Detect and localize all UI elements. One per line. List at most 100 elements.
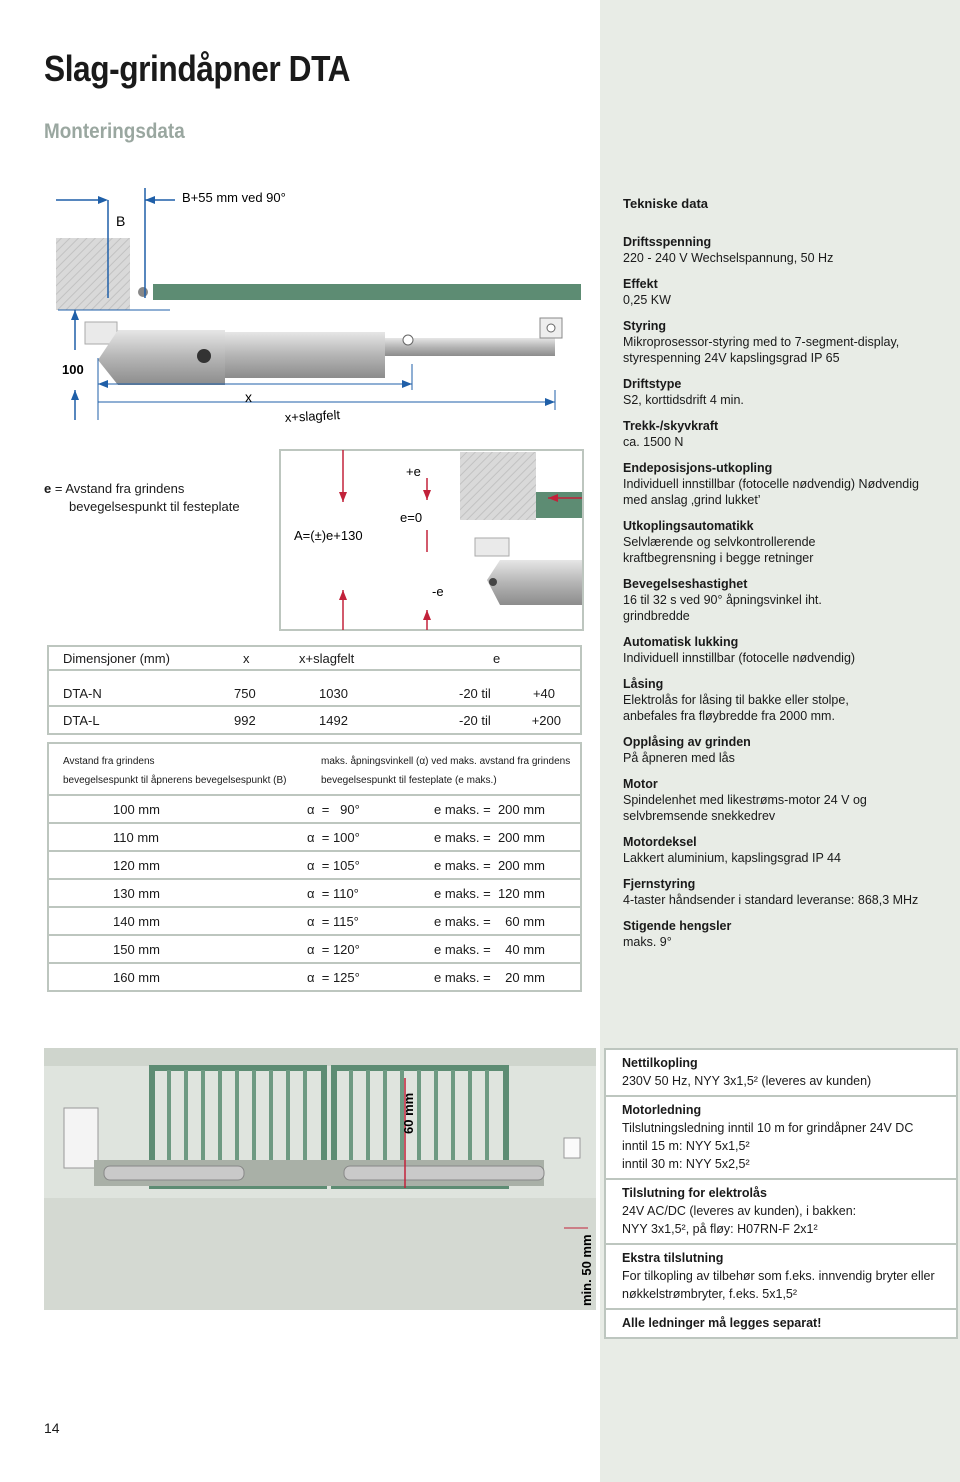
- table-row: DTA-N 750 1030 -20 til +40: [49, 681, 580, 707]
- tech-text: Individuell innstillbar (fotocelle nødve…: [623, 651, 856, 665]
- elec-line: inntil 30 m: NYY 5x2,5²: [622, 1157, 750, 1171]
- elec-label: Tilslutning for elektrolås: [622, 1186, 767, 1200]
- tech-text: Spindelenhet med likestrøms-motor 24 V o…: [623, 793, 867, 823]
- tech-label: Trekk-/skyvkraft: [623, 419, 719, 433]
- tech-text: S2, korttidsdrift 4 min.: [623, 393, 744, 407]
- label-a-formula: A=(±)e+130: [294, 528, 363, 543]
- row-model: DTA-L: [63, 712, 100, 728]
- table-row: 150 mm α = 120° e maks. = 40 mm: [49, 934, 580, 962]
- angle-head-left-2: bevegelsespunkt til åpnerens bevegelsesp…: [63, 775, 287, 786]
- label-x: x: [245, 389, 252, 405]
- tech-label: Opplåsing av grinden: [623, 735, 751, 749]
- row-alpha: α = 105°: [307, 857, 360, 873]
- row-alpha: α = 115°: [307, 913, 359, 929]
- label-minus-e: -e: [432, 584, 444, 599]
- e-def-line1: = Avstand fra grindens: [54, 481, 185, 496]
- dimensions-table: Dimensjoner (mm) x x+slagfelt e DTA-N 75…: [47, 645, 582, 735]
- tech-text: 220 - 240 V Wechselspannung, 50 Hz: [623, 251, 834, 265]
- table-row: 100 mm α = 90° e maks. = 200 mm: [49, 794, 580, 822]
- elec-warning: Alle ledninger må legges separat!: [622, 1316, 822, 1330]
- row-model: DTA-N: [63, 685, 102, 701]
- elec-line: inntil 15 m: NYY 5x1,5²: [622, 1139, 750, 1153]
- tech-label: Driftsspenning: [623, 235, 712, 249]
- row-alpha: α = 125°: [307, 969, 360, 985]
- tech-text: maks. 9°: [623, 935, 672, 949]
- table-row: 130 mm α = 110° e maks. = 120 mm: [49, 878, 580, 906]
- label-100: 100: [62, 362, 84, 377]
- label-plus-e: +e: [406, 464, 421, 479]
- row-e-from: -20 til: [459, 685, 491, 701]
- row-e-to: +40: [532, 685, 555, 701]
- tech-item: Effekt 0,25 KW: [623, 276, 953, 308]
- gate-leaf: [153, 284, 581, 300]
- page-title: Slag-grindåpner DTA: [44, 48, 351, 89]
- elec-item: Nettilkopling 230V 50 Hz, NYY 3x1,5² (le…: [606, 1050, 956, 1097]
- elec-label: Ekstra tilslutning: [622, 1251, 724, 1265]
- elec-line: 230V 50 Hz, NYY 3x1,5² (leveres av kunde…: [622, 1074, 872, 1088]
- angle-head-left: Avstand fra grindens bevegelsespunkt til…: [63, 752, 286, 790]
- col-header-x: x: [243, 650, 250, 666]
- wall-pillar-detail: [460, 452, 536, 520]
- row-distance: 140 mm: [113, 913, 160, 929]
- gate-illustration: 60 mm min. 50 mm: [44, 1048, 596, 1310]
- tech-text: Lakkert aluminium, kapslingsgrad IP 44: [623, 851, 841, 865]
- label-x-slagfelt: x+slagfelt: [284, 407, 340, 425]
- label-60mm: 60 mm: [401, 1093, 416, 1134]
- row-emax: e maks. = 200 mm: [434, 857, 545, 873]
- tech-label: Stigende hengsler: [623, 919, 732, 933]
- elec-line: NYY 3x1,5², på fløy: H07RN-F 2x1²: [622, 1222, 818, 1236]
- tech-text: 0,25 KW: [623, 293, 671, 307]
- row-emax: e maks. = 20 mm: [434, 969, 545, 985]
- tech-item: Driftsspenning 220 - 240 V Wechselspannun…: [623, 234, 953, 266]
- tech-item: Trekk-/skyvkraft ca. 1500 N: [623, 418, 953, 450]
- tech-text: Individuell innstillbar (fotocelle nødve…: [623, 477, 919, 507]
- row-e-from: -20 til: [459, 712, 491, 728]
- tech-text: 4-taster håndsender i standard leveranse…: [623, 893, 919, 907]
- tech-label: Endeposisjons-utkopling: [623, 461, 773, 475]
- tech-text: Elektrolås for låsing til bakke eller st…: [623, 693, 849, 723]
- e-definition-note: e = Avstand fra grindens bevegelsespunkt…: [44, 480, 240, 516]
- tech-label: Styring: [623, 319, 667, 333]
- row-emax: e maks. = 200 mm: [434, 829, 545, 845]
- col-header-xslag: x+slagfelt: [299, 650, 355, 666]
- table-row: 160 mm α = 125° e maks. = 20 mm: [49, 962, 580, 990]
- tech-label: Effekt: [623, 277, 658, 291]
- col-header-e: e: [493, 650, 501, 666]
- e-def-line2: bevegelsespunkt til festeplate: [69, 499, 240, 514]
- angle-head-right-1: maks. åpningsvinkell (α) ved maks. avsta…: [321, 756, 571, 767]
- elec-label: Nettilkopling: [622, 1056, 698, 1070]
- angle-head-left-1: Avstand fra grindens: [63, 756, 155, 767]
- angle-head-right-2: bevegelsespunkt til festeplate (e maks.): [321, 775, 497, 786]
- row-distance: 110 mm: [113, 829, 159, 845]
- angle-table: Avstand fra grindens bevegelsespunkt til…: [47, 742, 582, 992]
- tech-text: ca. 1500 N: [623, 435, 684, 449]
- tech-text: 16 til 32 s ved 90° åpningsvinkel iht. g…: [623, 593, 822, 623]
- elec-line: Tilslutningsledning inntil 10 m for grin…: [622, 1121, 914, 1135]
- row-alpha: α = 90°: [307, 801, 360, 817]
- label-b55: B+55 mm ved 90°: [182, 190, 286, 205]
- row-x: 750: [234, 685, 256, 701]
- elec-item: Motorledning Tilslutningsledning inntil …: [606, 1097, 956, 1180]
- table-row: 110 mm α = 100° e maks. = 200 mm: [49, 822, 580, 850]
- actuator-body: [98, 330, 225, 385]
- tech-label: Utkoplingsautomatikk: [623, 519, 754, 533]
- elec-item: Ekstra tilslutning For tilkopling av til…: [606, 1245, 956, 1310]
- tech-label: Motor: [623, 777, 658, 791]
- angle-head-right: maks. åpningsvinkell (α) ved maks. avsta…: [321, 752, 570, 790]
- label-min-50mm: min. 50 mm: [579, 1234, 594, 1306]
- wall-pillar: [56, 238, 130, 310]
- tech-label: Driftstype: [623, 377, 682, 391]
- tech-text: Selvlærende og selvkontrollerende kraftb…: [623, 535, 816, 565]
- row-xslag: 1030: [319, 685, 348, 701]
- mounting-diagram: B B+55 mm ved 90° 100 x x+slagfelt +e e=…: [56, 188, 584, 631]
- row-distance: 100 mm: [113, 801, 160, 817]
